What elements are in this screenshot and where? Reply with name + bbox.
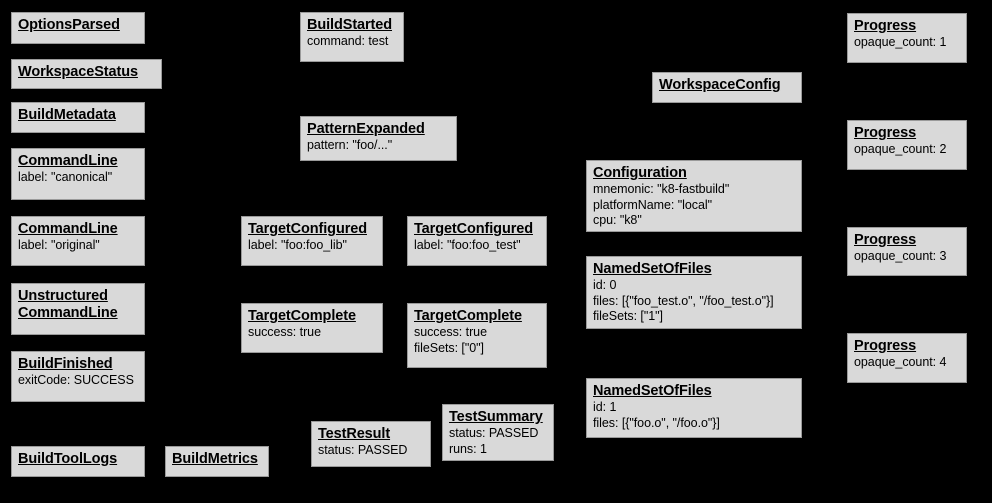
node-workspace-config[interactable]: WorkspaceConfig <box>652 72 802 103</box>
node-title: TargetConfigured <box>414 221 533 237</box>
node-title: CommandLine <box>18 153 118 169</box>
node-title: TargetComplete <box>414 308 522 324</box>
node-title: Unstructured CommandLine <box>18 288 118 321</box>
node-title: TargetConfigured <box>248 221 367 237</box>
node-fields: pattern: "foo/..." <box>307 138 393 152</box>
node-options-parsed[interactable]: OptionsParsed <box>11 12 145 44</box>
node-title: BuildFinished <box>18 356 113 372</box>
node-title: CommandLine <box>18 221 118 237</box>
node-title: TestResult <box>318 426 391 442</box>
node-title: TargetComplete <box>248 308 356 324</box>
node-unstructured-command-line[interactable]: Unstructured CommandLine <box>11 283 145 335</box>
node-workspace-status[interactable]: WorkspaceStatus <box>11 59 162 89</box>
node-fields: opaque_count: 2 <box>854 142 947 156</box>
node-fields: label: "foo:foo_lib" <box>248 238 347 252</box>
node-fields: success: true fileSets: ["0"] <box>414 325 487 355</box>
node-fields: status: PASSED runs: 1 <box>449 426 539 456</box>
node-title: Progress <box>854 232 917 248</box>
node-fields: opaque_count: 3 <box>854 249 947 263</box>
node-title: WorkspaceConfig <box>659 77 781 93</box>
node-fields: status: PASSED <box>318 443 408 457</box>
node-title: Progress <box>854 18 917 34</box>
node-fields: label: "original" <box>18 238 100 252</box>
node-build-tool-logs[interactable]: BuildToolLogs <box>11 446 145 477</box>
node-title: Configuration <box>593 165 687 181</box>
node-title: OptionsParsed <box>18 17 120 33</box>
node-title: NamedSetOfFiles <box>593 261 712 277</box>
node-fields: id: 0 files: [{"foo_test.o", "/foo_test.… <box>593 278 774 323</box>
node-build-metadata[interactable]: BuildMetadata <box>11 102 145 133</box>
node-fields: label: "canonical" <box>18 170 113 184</box>
node-title: BuildStarted <box>307 17 393 33</box>
node-build-metrics[interactable]: BuildMetrics <box>165 446 269 477</box>
node-fields: id: 1 files: [{"foo.o", "/foo.o"}] <box>593 400 720 430</box>
node-fields: success: true <box>248 325 321 339</box>
node-fields: command: test <box>307 34 389 48</box>
node-fields: exitCode: SUCCESS <box>18 373 134 387</box>
node-title: Progress <box>854 338 917 354</box>
node-fields: mnemonic: "k8-fastbuild" platformName: "… <box>593 182 730 227</box>
node-fields: label: "foo:foo_test" <box>414 238 521 252</box>
node-title: PatternExpanded <box>307 121 425 137</box>
node-title: Progress <box>854 125 917 141</box>
node-fields: opaque_count: 4 <box>854 355 947 369</box>
node-title: BuildToolLogs <box>18 451 118 467</box>
node-title: TestSummary <box>449 409 543 425</box>
node-title: WorkspaceStatus <box>18 64 138 80</box>
node-title: NamedSetOfFiles <box>593 383 712 399</box>
node-fields: opaque_count: 1 <box>854 35 947 49</box>
node-title: BuildMetadata <box>18 107 116 123</box>
node-title: BuildMetrics <box>172 451 258 467</box>
